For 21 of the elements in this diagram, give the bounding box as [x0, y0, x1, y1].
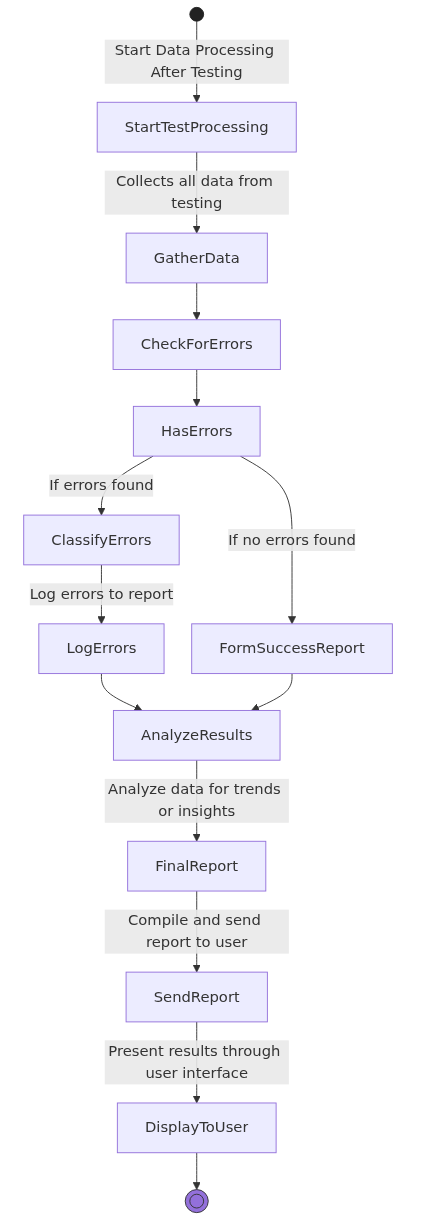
node-box: StartTestProcessing	[96, 101, 297, 153]
node-box: FormSuccessReport	[191, 623, 393, 675]
edge-label: Compile and send report to user	[127, 911, 261, 951]
edge-label: Start Data Processing After Testing	[114, 41, 275, 82]
node-box: GatherData	[125, 232, 268, 284]
node-box: CheckForErrors	[112, 319, 281, 370]
edge-label: Analyze data for trends or insights	[108, 780, 281, 821]
node-circle	[189, 6, 205, 22]
node-box: HasErrors	[132, 405, 261, 457]
node-box: LogErrors	[38, 623, 165, 675]
edge-label: If errors found	[49, 476, 154, 494]
edge-label: Present results through user interface	[108, 1042, 281, 1082]
node-box: FinalReport	[127, 840, 267, 892]
node-box: ClassifyErrors	[23, 514, 180, 566]
edge-label: Log errors to report	[29, 585, 174, 603]
edge-label: Collects all data from testing	[115, 172, 273, 212]
node-box: SendReport	[125, 971, 268, 1023]
edge-label: If no errors found	[228, 530, 356, 549]
node-box: DisplayToUser	[116, 1102, 277, 1154]
node-box: AnalyzeResults	[112, 710, 281, 761]
node-circle	[184, 1189, 209, 1214]
